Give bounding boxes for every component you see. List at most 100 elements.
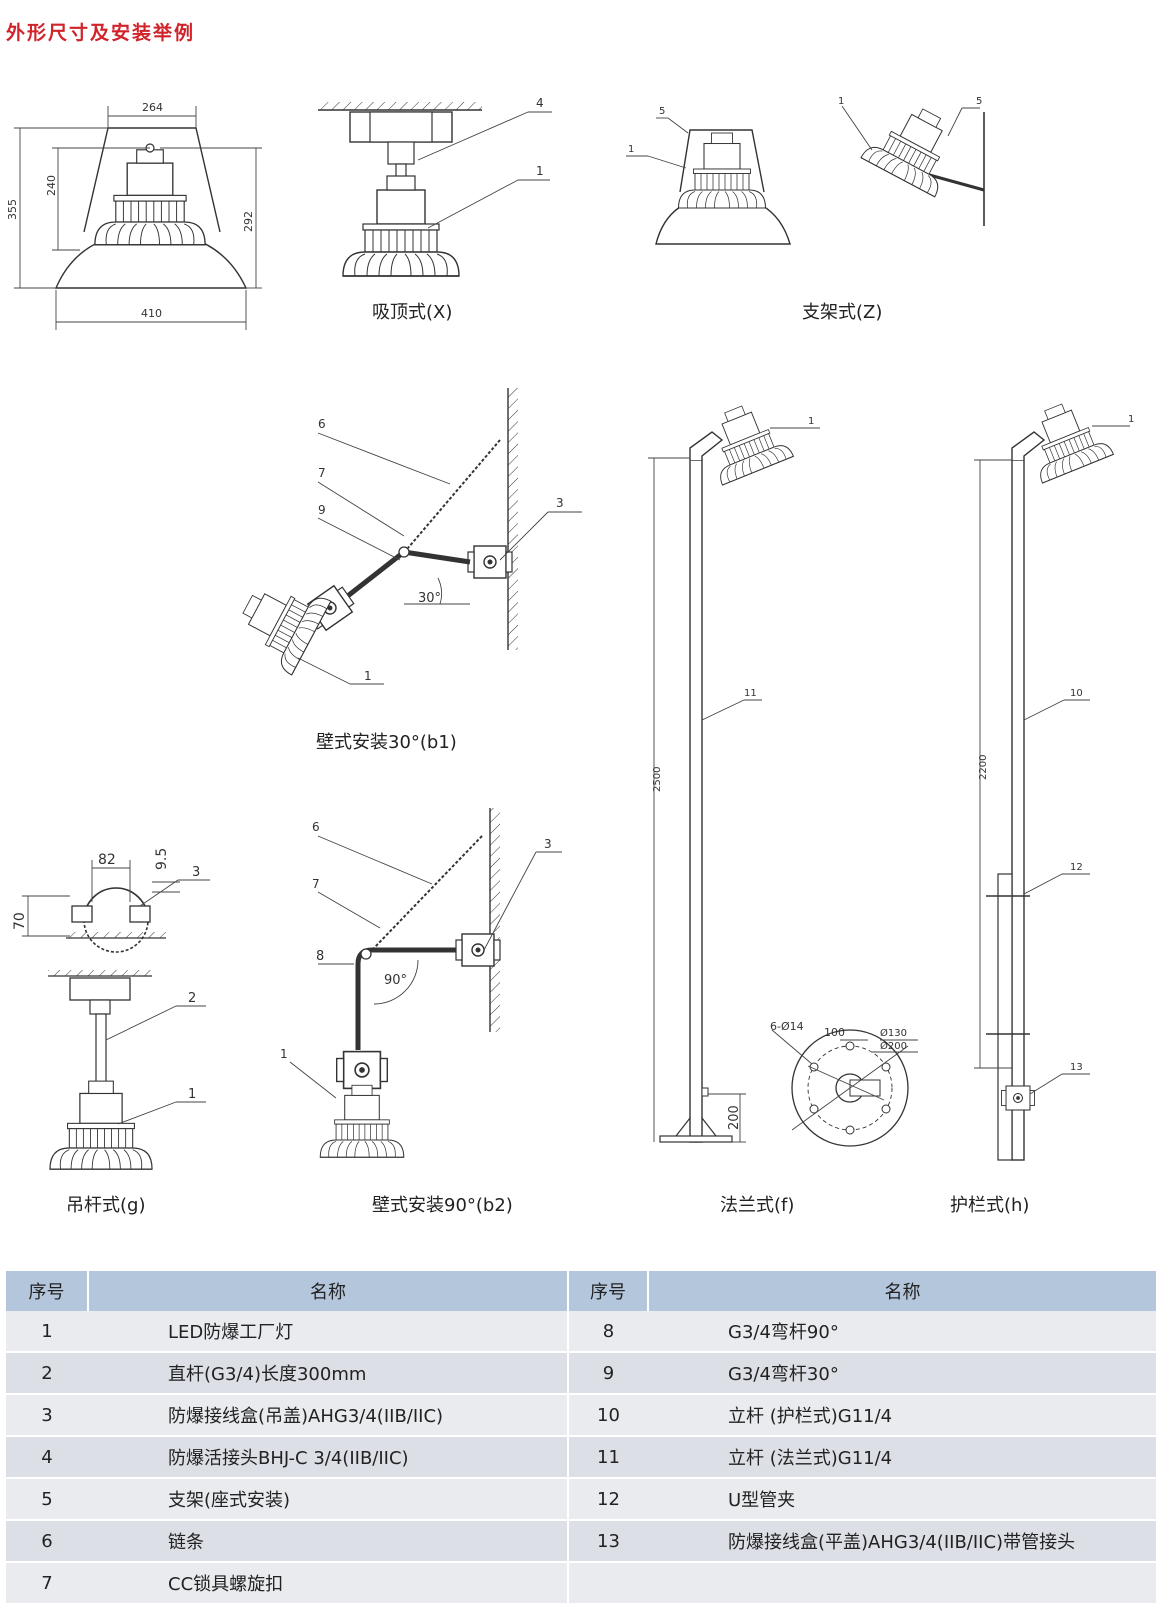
cell-name: CC锁具螺旋扣 [88, 1562, 569, 1605]
cell-name: G3/4弯杆90° [648, 1311, 1156, 1353]
callout-b1-3: 3 [556, 496, 564, 510]
parts-table: 序号 名称 序号 名称 1 LED防爆工厂灯 8 G3/4弯杆90° 2 直杆(… [6, 1271, 1156, 1605]
outline-drawing: 264 410 355 240 292 [6, 101, 262, 330]
cell-no: 5 [6, 1478, 88, 1521]
bracket-mount-drawing: 5 1 1 5 [626, 93, 985, 245]
header-name-1: 名称 [88, 1271, 569, 1311]
cell-name: 立杆 (护栏式)G11/4 [648, 1394, 1156, 1437]
cell-name: LED防爆工厂灯 [88, 1311, 569, 1353]
callout-b2-6: 6 [312, 820, 320, 834]
cell-no: 13 [568, 1520, 648, 1563]
dim-holes: 6-Ø14 [770, 1020, 804, 1033]
cell-no: 6 [6, 1520, 88, 1563]
cell-no: 11 [568, 1436, 648, 1479]
table-row: 4 防爆活接头BHJ-C 3/4(IIB/IIC) 11 立杆 (法兰式)G11… [6, 1436, 1156, 1479]
pendant-rod-drawing: 82 9.5 70 3 2 1 [12, 848, 210, 1170]
flange-plate-drawing: 6-Ø14 100 Ø130 Ø200 [770, 1020, 918, 1147]
table-row: 1 LED防爆工厂灯 8 G3/4弯杆90° [6, 1311, 1156, 1353]
callout-h-10: 10 [1070, 688, 1083, 699]
header-name-2: 名称 [648, 1271, 1156, 1311]
callout-b2-8: 8 [316, 949, 324, 964]
callout-f-11: 11 [744, 688, 757, 699]
cell-no: 9 [568, 1352, 648, 1395]
callout-x-1: 1 [536, 164, 544, 178]
callout-g-2: 2 [188, 991, 196, 1006]
dim-2500: 2500 [652, 767, 663, 792]
ceiling-mount-drawing: 4 1 [318, 96, 552, 277]
table-row: 3 防爆接线盒(吊盖)AHG3/4(IIB/IIC) 10 立杆 (护栏式)G1… [6, 1394, 1156, 1437]
cell-no: 8 [568, 1311, 648, 1353]
dim-292: 292 [242, 211, 255, 232]
dim-100: 100 [824, 1026, 845, 1039]
callout-z-1b: 1 [838, 96, 844, 107]
table-header-row: 序号 名称 序号 名称 [6, 1271, 1156, 1311]
cell-no: 3 [6, 1394, 88, 1437]
angle-90: 90° [384, 973, 407, 988]
dim-70: 70 [12, 912, 28, 930]
cell-name: 防爆接线盒(平盖)AHG3/4(IIB/IIC)带管接头 [648, 1520, 1156, 1563]
callout-z-5a: 5 [659, 106, 665, 117]
caption-flange: 法兰式(f) [720, 1195, 795, 1216]
dim-200-diameter: Ø200 [880, 1040, 907, 1052]
caption-wall-90: 壁式安装90°(b2) [372, 1195, 513, 1216]
cell-name: 防爆接线盒(吊盖)AHG3/4(IIB/IIC) [88, 1394, 569, 1437]
dim-355: 355 [6, 199, 19, 220]
angle-30: 30° [418, 591, 441, 606]
callout-b2-7: 7 [312, 877, 320, 891]
caption-wall-30: 壁式安装30°(b1) [316, 732, 457, 753]
dim-82: 82 [98, 852, 116, 868]
caption-bracket: 支架式(Z) [802, 302, 883, 323]
callout-b1-9: 9 [318, 503, 326, 517]
cell-no: 7 [6, 1562, 88, 1605]
wall-90-drawing: 90° 6 7 8 3 1 [280, 808, 562, 1158]
callout-b1-7: 7 [318, 466, 326, 480]
dim-9-5: 9.5 [154, 848, 170, 870]
dim-2200: 2200 [978, 755, 989, 780]
caption-ceiling: 吸顶式(X) [372, 302, 453, 323]
cell-name: 支架(座式安装) [88, 1478, 569, 1521]
cell-name: 链条 [88, 1520, 569, 1563]
dim-264: 264 [142, 101, 163, 114]
callout-z-5b: 5 [976, 96, 982, 107]
cell-name: U型管夹 [648, 1478, 1156, 1521]
flange-pole-drawing: 2500 200 11 1 [648, 394, 820, 1143]
table-row: 2 直杆(G3/4)长度300mm 9 G3/4弯杆30° [6, 1352, 1156, 1395]
table-row: 7 CC锁具螺旋扣 [6, 1562, 1156, 1605]
callout-b1-1: 1 [364, 669, 372, 683]
cell-name: 防爆活接头BHJ-C 3/4(IIB/IIC) [88, 1436, 569, 1479]
dim-410: 410 [141, 307, 162, 320]
cell-no [568, 1562, 648, 1605]
cell-no: 1 [6, 1311, 88, 1353]
callout-x-4: 4 [536, 96, 544, 110]
callout-b1-6: 6 [318, 417, 326, 431]
cell-name: G3/4弯杆30° [648, 1352, 1156, 1395]
page-title: 外形尺寸及安装举例 [6, 22, 196, 44]
dim-240: 240 [45, 175, 58, 196]
header-no-2: 序号 [568, 1271, 649, 1311]
caption-guardrail: 护栏式(h) [950, 1195, 1030, 1216]
callout-h-1: 1 [1128, 414, 1134, 425]
callout-h-13: 13 [1070, 1062, 1083, 1073]
installation-drawing: 264 410 355 240 292 4 1 5 1 [6, 93, 1134, 1170]
dim-200: 200 [727, 1105, 742, 1130]
callout-z-1a: 1 [628, 144, 634, 155]
callout-g-3: 3 [192, 865, 200, 880]
callout-b2-1: 1 [280, 1047, 288, 1061]
dim-130: Ø130 [880, 1027, 907, 1039]
cell-name: 直杆(G3/4)长度300mm [88, 1352, 569, 1395]
guardrail-pole-drawing: 2200 10 12 13 1 [974, 392, 1134, 1161]
cell-name [648, 1562, 1156, 1605]
cell-no: 2 [6, 1352, 88, 1395]
table-row: 5 支架(座式安装) 12 U型管夹 [6, 1478, 1156, 1521]
cell-no: 4 [6, 1436, 88, 1479]
callout-g-1: 1 [188, 1087, 196, 1102]
callout-h-12: 12 [1070, 862, 1083, 873]
header-no-1: 序号 [6, 1271, 89, 1311]
table-row: 6 链条 13 防爆接线盒(平盖)AHG3/4(IIB/IIC)带管接头 [6, 1520, 1156, 1563]
cell-no: 10 [568, 1394, 648, 1437]
callout-b2-3: 3 [544, 837, 552, 851]
callout-f-1: 1 [808, 416, 814, 427]
cell-no: 12 [568, 1478, 648, 1521]
caption-pendant: 吊杆式(g) [66, 1195, 146, 1216]
cell-name: 立杆 (法兰式)G11/4 [648, 1436, 1156, 1479]
